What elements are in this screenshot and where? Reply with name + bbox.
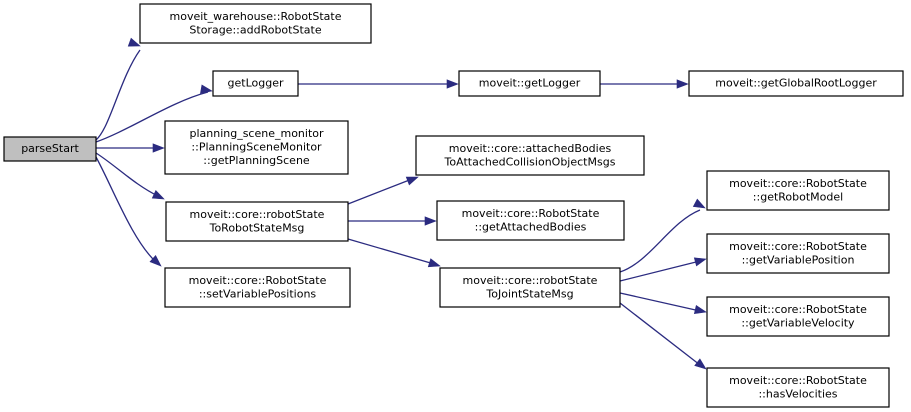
edge-moveitGetLogger-to-getGlobalRootLogger	[600, 79, 689, 89]
arrowhead-icon	[127, 37, 141, 47]
node-label-line: ToJointStateMsg	[485, 287, 573, 300]
node-label-line: moveit::core::RobotState	[729, 240, 867, 253]
node-label-line: parseStart	[21, 142, 79, 155]
node-addRobotState[interactable]: moveit_warehouse::RobotStateStorage::add…	[139, 3, 372, 44]
edge-robotStateToRobotStateMsg-to-getAttachedBodies	[348, 216, 437, 226]
node-label-line: moveit::core::RobotState	[729, 303, 867, 316]
arrowhead-icon	[694, 358, 707, 370]
node-box[interactable]	[164, 120, 349, 175]
node-label-line: ToAttachedCollisionObjectMsgs	[444, 155, 616, 168]
edge-line	[347, 238, 435, 265]
arrowhead-icon	[427, 258, 441, 268]
edge-line	[347, 178, 413, 205]
node-label-line: moveit::core::robotState	[190, 208, 325, 221]
edge-parseStart-to-robotStateToRobotStateMsg	[95, 152, 165, 200]
node-label-line: ::getVariablePosition	[742, 253, 855, 266]
node-box[interactable]	[706, 170, 890, 211]
node-label-line: ::getVariableVelocity	[741, 316, 855, 329]
node-label-line: moveit::core::RobotState	[729, 374, 867, 387]
node-label-line: moveit::core::robotState	[463, 274, 598, 287]
node-attachedBodiesToMsgs[interactable]: moveit::core::attachedBodiesToAttachedCo…	[415, 135, 645, 176]
node-label-line: ::PlanningSceneMonitor	[191, 141, 322, 154]
edge-parseStart-to-addRobotState	[95, 37, 141, 141]
node-getLogger[interactable]: getLogger	[212, 70, 299, 97]
node-setVariablePositions[interactable]: moveit::core::RobotState::setVariablePos…	[164, 267, 351, 308]
edge-robotStateToJointStateMsg-to-getVariablePosition	[619, 257, 707, 282]
node-box[interactable]	[3, 136, 97, 162]
node-box[interactable]	[212, 70, 299, 97]
arrowhead-icon	[424, 216, 437, 226]
node-label-line: ::getPlanningScene	[203, 154, 310, 167]
node-getAttachedBodies[interactable]: moveit::core::RobotState::getAttachedBod…	[436, 200, 625, 241]
node-label-line: ::setVariablePositions	[199, 287, 317, 300]
node-label-line: ::getAttachedBodies	[475, 220, 587, 233]
node-label-line: planning_scene_monitor	[189, 127, 324, 140]
node-label-line: moveit::getGlobalRootLogger	[715, 77, 877, 90]
edge-robotStateToJointStateMsg-to-getRobotModel	[619, 198, 706, 273]
edge-line	[619, 209, 701, 273]
arrowhead-icon	[149, 254, 162, 267]
node-box[interactable]	[458, 70, 601, 97]
arrowhead-icon	[693, 304, 707, 314]
nodes-layer: parseStart moveit_warehouse::RobotStateSt…	[3, 3, 904, 408]
node-label-line: moveit_warehouse::RobotState	[170, 10, 342, 23]
node-label-line: ::hasVelocities	[758, 387, 837, 400]
node-label-line: moveit::core::attachedBodies	[449, 142, 612, 155]
node-label-line: Storage::addRobotState	[189, 23, 321, 36]
edge-robotStateToRobotStateMsg-to-attachedBodiesToMsgs	[347, 176, 419, 205]
node-box[interactable]	[706, 367, 890, 408]
edge-line	[619, 260, 701, 282]
node-getVariableVelocity[interactable]: moveit::core::RobotState::getVariableVel…	[706, 296, 890, 337]
node-box[interactable]	[139, 3, 372, 44]
node-label-line: moveit::core::RobotState	[729, 177, 867, 190]
edge-robotStateToRobotStateMsg-to-robotStateToJointStateMsg	[347, 238, 441, 268]
edge-parseStart-to-setVariablePositions	[95, 156, 162, 267]
edge-getLogger-to-moveitGetLogger	[298, 79, 459, 89]
arrowhead-icon	[446, 79, 459, 89]
edge-line	[95, 91, 209, 143]
node-label-line: ToRobotStateMsg	[209, 221, 305, 234]
edge-line	[619, 292, 701, 312]
edges-layer	[95, 37, 707, 370]
edge-line	[619, 302, 701, 366]
node-moveitGetLogger[interactable]: moveit::getLogger	[458, 70, 601, 97]
node-getPlanningScene[interactable]: planning_scene_monitor::PlanningSceneMon…	[164, 120, 349, 175]
node-box[interactable]	[439, 267, 621, 308]
edge-robotStateToJointStateMsg-to-getVariableVelocity	[619, 292, 707, 314]
arrowhead-icon	[200, 84, 213, 94]
arrowhead-icon	[151, 190, 165, 200]
node-label-line: getLogger	[228, 77, 284, 90]
node-getRobotModel[interactable]: moveit::core::RobotState::getRobotModel	[706, 170, 890, 211]
node-hasVelocities[interactable]: moveit::core::RobotState::hasVelocities	[706, 367, 890, 408]
edge-line	[95, 156, 157, 263]
node-label-line: ::getRobotModel	[753, 190, 843, 203]
node-label-line: moveit::core::RobotState	[189, 274, 327, 287]
node-parseStart[interactable]: parseStart	[3, 136, 97, 162]
node-box[interactable]	[165, 201, 349, 242]
edge-robotStateToJointStateMsg-to-hasVelocities	[619, 302, 707, 370]
edge-parseStart-to-getLogger	[95, 84, 213, 143]
node-box[interactable]	[436, 200, 625, 241]
node-box[interactable]	[688, 70, 904, 97]
node-box[interactable]	[706, 233, 890, 274]
arrowhead-icon	[693, 257, 707, 267]
node-getGlobalRootLogger[interactable]: moveit::getGlobalRootLogger	[688, 70, 904, 97]
node-box[interactable]	[415, 135, 645, 176]
arrowhead-icon	[152, 143, 165, 153]
node-getVariablePosition[interactable]: moveit::core::RobotState::getVariablePos…	[706, 233, 890, 274]
node-box[interactable]	[706, 296, 890, 337]
node-box[interactable]	[164, 267, 351, 308]
edge-parseStart-to-getPlanningScene	[96, 143, 165, 153]
edge-line	[95, 152, 159, 197]
arrowhead-icon	[405, 176, 419, 186]
edge-line	[95, 49, 141, 141]
arrowhead-icon	[692, 198, 706, 209]
node-label-line: moveit::getLogger	[479, 77, 581, 90]
arrowhead-icon	[676, 79, 689, 89]
node-label-line: moveit::core::RobotState	[462, 207, 600, 220]
